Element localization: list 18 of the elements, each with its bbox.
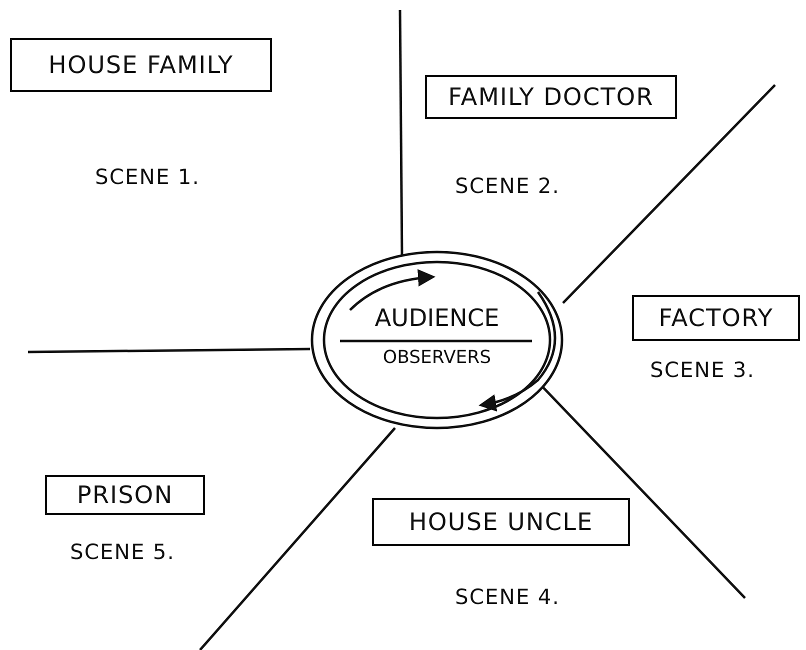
location-label: HOUSE FAMILY	[48, 51, 234, 79]
location-label: PRISON	[76, 481, 174, 509]
location-box	[632, 295, 800, 341]
location-box	[372, 498, 630, 546]
title-text: AUDIENCE	[374, 304, 500, 332]
audience-circle	[310, 250, 564, 430]
scene-label: SCENE 1.	[95, 165, 200, 189]
location-box	[45, 475, 205, 515]
scene-label: SCENE 2.	[455, 174, 560, 198]
scene-label: SCENE 5.	[70, 540, 175, 564]
subtitle-text: OBSERVERS	[382, 347, 492, 368]
location-label: FAMILY DOCTOR	[448, 83, 654, 111]
location-label: HOUSE UNCLE	[408, 508, 594, 536]
scene-label: SCENE 3.	[650, 358, 755, 382]
location-box	[10, 38, 272, 92]
location-box	[425, 75, 677, 119]
scene-label: SCENE 4.	[455, 585, 560, 609]
location-label: FACTORY	[658, 304, 774, 332]
